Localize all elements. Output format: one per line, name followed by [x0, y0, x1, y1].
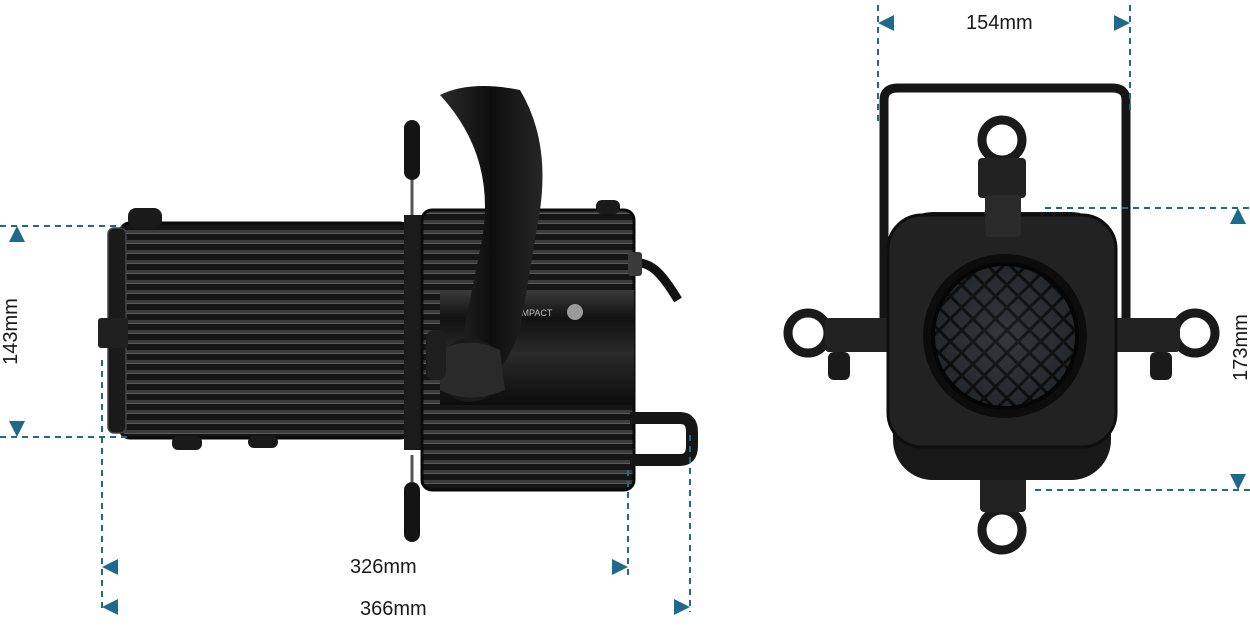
arrow-right-icon [674, 599, 690, 615]
front-barrel [120, 223, 410, 438]
front-yoke [879, 83, 1131, 330]
top-knob [128, 208, 162, 228]
side-view-fixture: COMPACT [98, 86, 698, 542]
top-ear [977, 115, 1027, 165]
dimension-arrows [9, 15, 1246, 615]
dimension-label-right-height: 173mm [1229, 314, 1250, 381]
arrow-left-icon [878, 15, 894, 31]
dimension-label-body-length: 326mm [350, 556, 417, 578]
front-clip [98, 318, 128, 348]
arrow-down-icon [9, 421, 25, 437]
model-mark: COMPACT [508, 308, 553, 318]
shutter-handle-bottom [404, 482, 420, 542]
dimension-label-top-width: 154mm [966, 12, 1033, 34]
shutter-handle-top [404, 120, 420, 180]
rear-handle [630, 412, 698, 466]
arrow-left-icon [102, 559, 118, 575]
left-ear [783, 308, 833, 358]
dimension-label-side-height: 143mm [0, 298, 22, 365]
arrow-right-icon [1114, 15, 1130, 31]
dimension-label-total-length: 366mm [360, 598, 427, 620]
arrow-up-icon [9, 226, 25, 242]
bottom-ear [977, 505, 1027, 555]
arrow-left-icon [102, 599, 118, 615]
arrow-up-icon [1230, 208, 1246, 224]
right-ear [1170, 308, 1220, 358]
lens-mesh [933, 264, 1077, 408]
arrow-down-icon [1230, 474, 1246, 490]
front-view-fixture [783, 83, 1220, 555]
brand-logo-icon [567, 304, 583, 320]
yoke [440, 86, 543, 400]
dimension-lines [0, 5, 1250, 612]
arrow-right-icon [612, 559, 628, 575]
